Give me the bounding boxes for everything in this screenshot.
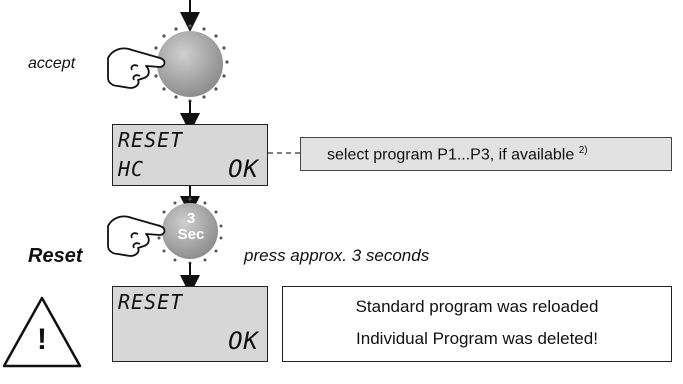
result-note: Standard program was reloaded Individual…	[282, 286, 672, 362]
select-program-note: select program P1...P3, if available 2)	[300, 137, 672, 171]
hand-icon	[107, 215, 166, 257]
result-line-1: Standard program was reloaded	[355, 297, 599, 316]
accept-label: accept	[28, 55, 76, 72]
select-program-text: select program P1...P3, if available	[327, 146, 575, 164]
hand-icon	[107, 47, 166, 89]
footnote-ref: 2)	[578, 145, 588, 156]
lcd1-line1: RESET	[118, 128, 184, 152]
warning-exclamation: !	[37, 323, 47, 356]
knob-sec-unit: Sec	[177, 226, 205, 243]
lcd1-line2-left: HC	[118, 157, 145, 181]
press-hint: press approx. 3 seconds	[244, 246, 430, 265]
reset-knob	[157, 197, 223, 265]
knob-3-number: 3	[186, 210, 196, 227]
lcd1-line2-right: OK	[228, 155, 259, 183]
reset-label: Reset	[28, 245, 83, 267]
warning-icon	[2, 296, 82, 368]
lcd-display-ok: RESET OK	[112, 286, 268, 362]
lcd2-line1: RESET	[118, 290, 184, 314]
lcd2-line2-right: OK	[228, 327, 259, 355]
result-line-2: Individual Program was deleted!	[356, 329, 598, 348]
lcd-display-hc: RESET HC OK	[112, 124, 268, 186]
